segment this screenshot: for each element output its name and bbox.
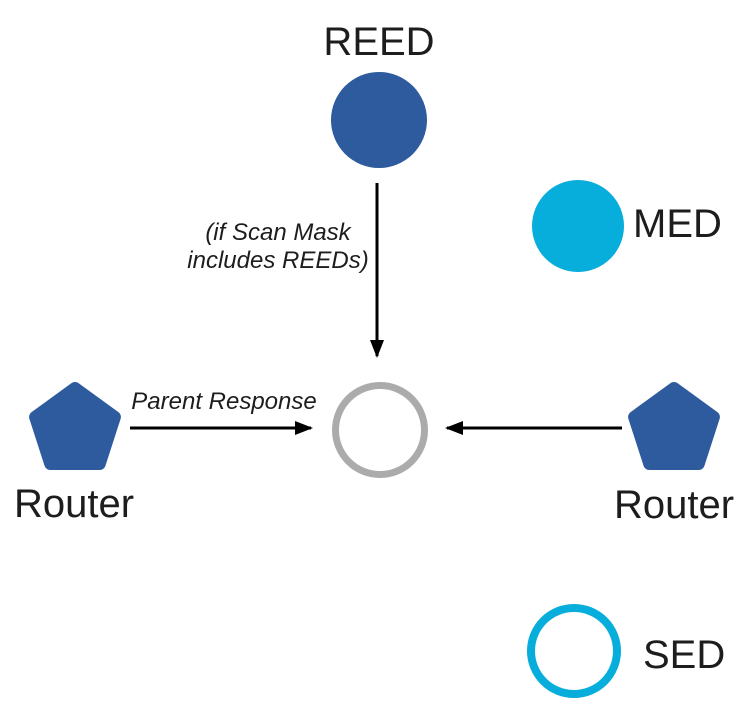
router-right-pentagon bbox=[628, 382, 720, 470]
scan-mask-annotation: (if Scan Mask includes REEDs) bbox=[187, 219, 368, 275]
reed-node bbox=[331, 72, 427, 168]
router-left-label: Router bbox=[13, 482, 135, 526]
med-node bbox=[532, 180, 624, 272]
router-left-pentagon bbox=[29, 382, 121, 470]
med-label: MED bbox=[633, 202, 722, 246]
scan-mask-line-2: includes REEDs) bbox=[187, 247, 369, 274]
scan-mask-line-1: (if Scan Mask bbox=[205, 219, 351, 246]
sed-label: SED bbox=[643, 633, 726, 677]
sed-node bbox=[527, 604, 621, 698]
parent-response-label: Parent Response bbox=[131, 388, 317, 415]
reed-label: REED bbox=[323, 20, 435, 64]
joiner-node bbox=[332, 382, 428, 478]
router-right-label: Router bbox=[613, 483, 735, 527]
